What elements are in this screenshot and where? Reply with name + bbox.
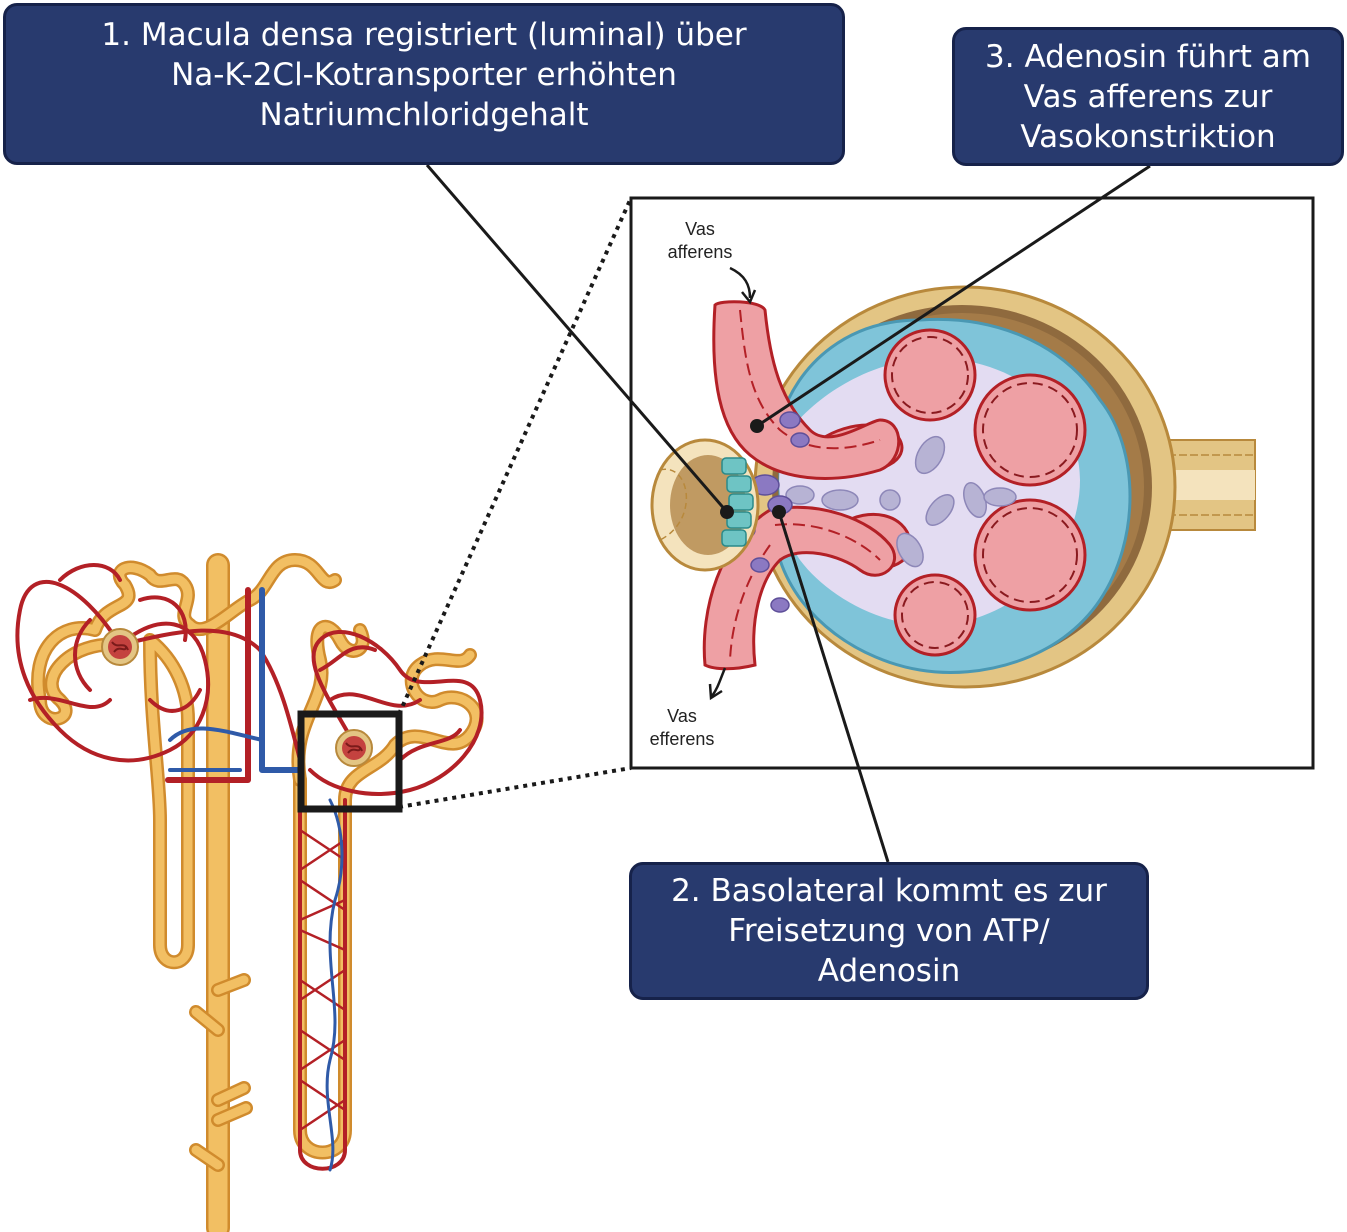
vas-afferens-vessel xyxy=(712,300,901,480)
callout-step3-line2: Vas afferens zur xyxy=(1023,78,1273,115)
leader-dot-step1 xyxy=(720,505,734,519)
zoom-box xyxy=(297,710,403,813)
callout-step2-line3: Adenosin xyxy=(817,953,961,989)
flow-arrows xyxy=(708,266,757,701)
callout-step3-line3: Vasokonstriktion xyxy=(1020,118,1276,155)
mesangial-cells xyxy=(785,435,1017,568)
callout-step2-atp-release: 2. Basolateral kommt es zur Freisetzung … xyxy=(629,862,1149,1000)
leader-dot-step3 xyxy=(750,419,764,433)
callout-step1-macula-densa: 1. Macula densa registriert (luminal) üb… xyxy=(3,3,845,165)
macula-densa-cells xyxy=(721,457,754,547)
vas-efferens-label-line2: efferens xyxy=(650,729,715,749)
vas-afferens-label-line1: Vas xyxy=(685,219,715,239)
juxtaglomerular-inset: Vas afferens Vas efferens xyxy=(629,196,1315,770)
callout-step1-line1: 1. Macula densa registriert (luminal) üb… xyxy=(101,17,747,53)
glomerulus-1 xyxy=(101,628,139,666)
callout-step3-vasoconstriction: 3. Adenosin führt am Vas afferens zur Va… xyxy=(952,27,1344,166)
renal-veins xyxy=(168,587,344,1172)
leader-dot-step2 xyxy=(772,505,786,519)
leader-endpoints xyxy=(720,419,786,519)
glomerular-capillary-loops xyxy=(815,328,1087,657)
leader-line-step1 xyxy=(425,164,729,513)
vas-afferens-label-line2: afferens xyxy=(668,242,733,262)
vas-efferens-label-line1: Vas xyxy=(667,706,697,726)
callout-step3-line1: 3. Adenosin führt am xyxy=(985,38,1311,75)
callout-leader-lines xyxy=(425,164,1151,863)
callout-step2-line2: Freisetzung von ATP/ xyxy=(728,913,1050,949)
zoom-connector-lines xyxy=(397,197,633,809)
collecting-duct xyxy=(189,553,253,1232)
leader-line-step3 xyxy=(756,164,1151,428)
glomerulus-2 xyxy=(335,729,373,767)
nephron-illustration xyxy=(15,553,484,1232)
callout-step1-line2: Na-K-2Cl-Kotransporter erhöhten xyxy=(171,57,677,93)
callout-step2-line1: 2. Basolateral kommt es zur xyxy=(671,873,1107,909)
vas-efferens-vessel xyxy=(702,505,897,671)
leader-line-step2 xyxy=(777,511,890,863)
callout-step1-line3: Natriumchloridgehalt xyxy=(259,97,589,133)
endothelial-nuclei xyxy=(891,336,1078,649)
